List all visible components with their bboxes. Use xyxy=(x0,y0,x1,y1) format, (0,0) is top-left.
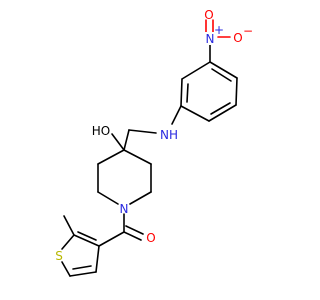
bond xyxy=(209,61,238,79)
thiophene-sulfur-atom: S xyxy=(55,249,63,263)
aromatic-bond xyxy=(77,231,97,241)
carbonyl-group xyxy=(98,213,144,247)
nitro-oxygen-top-atom: O xyxy=(204,8,213,22)
aromatic-bond xyxy=(210,102,231,115)
bond xyxy=(180,78,183,107)
double-bond xyxy=(123,231,142,241)
bond xyxy=(61,234,75,250)
bond xyxy=(208,104,237,122)
hydroxyl-atom: HO xyxy=(92,124,110,138)
nh-label: NH xyxy=(160,128,178,142)
aromatic-bond xyxy=(72,265,92,270)
bond xyxy=(171,105,182,125)
molecule-canvas: N + O O − NH HO N O S xyxy=(55,8,254,277)
nitro-minus-charge: − xyxy=(243,24,253,38)
piperidine-ring xyxy=(97,133,152,205)
nitro-plus-charge: + xyxy=(214,23,224,37)
s-label: S xyxy=(55,249,63,263)
double-bond xyxy=(125,225,144,235)
amine-linker xyxy=(123,105,182,151)
nitro-oxygen-right-atom: O − xyxy=(233,24,253,45)
bond xyxy=(61,261,71,277)
aromatic-bond xyxy=(211,68,232,82)
thiophene-ring xyxy=(61,215,100,277)
methyl-bond xyxy=(63,215,75,236)
carbonyl-oxygen-atom: O xyxy=(146,231,155,245)
nitro-group xyxy=(205,19,231,63)
bond xyxy=(123,129,130,151)
bond xyxy=(98,231,125,247)
bond xyxy=(180,105,210,122)
piperidine-nitrogen-atom: N xyxy=(120,202,129,216)
bond xyxy=(111,133,125,151)
bond xyxy=(97,191,119,205)
bond xyxy=(181,61,211,80)
aromatic-bond xyxy=(186,83,189,103)
bond xyxy=(97,149,125,165)
carbonyl-o-label: O xyxy=(146,231,155,245)
nitro-n-label: N xyxy=(206,32,215,46)
amine-atom: NH xyxy=(160,128,178,142)
bond xyxy=(235,77,238,106)
piperidine-n-label: N xyxy=(120,202,129,216)
molecule-structure: N + O O − NH HO N O S xyxy=(55,8,253,277)
bond xyxy=(123,149,152,165)
bond xyxy=(69,271,97,277)
nitrophenyl-ring xyxy=(180,61,238,122)
nitro-o-right-label: O xyxy=(233,31,242,45)
bond xyxy=(73,234,100,247)
nitro-nitrogen-atom: N + xyxy=(203,23,224,46)
nitro-o-top-label: O xyxy=(204,8,213,22)
bond xyxy=(95,245,100,273)
ho-label: HO xyxy=(92,124,110,138)
bond xyxy=(129,191,152,205)
bond xyxy=(128,129,157,134)
